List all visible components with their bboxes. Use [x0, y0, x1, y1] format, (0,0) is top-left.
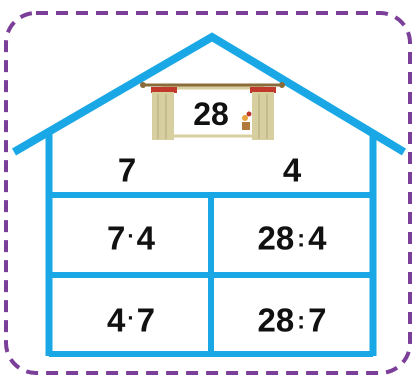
cell-bottom-right: 28 : 7	[257, 304, 326, 337]
multiply-sign: ·	[127, 226, 134, 248]
cell-operand-b: 7	[137, 304, 155, 337]
curtain-left	[152, 92, 174, 140]
cell-operand-b: 7	[308, 304, 326, 337]
rod-finial-left	[140, 82, 146, 88]
cell-operand-a: 28	[257, 222, 294, 255]
curtain-right	[252, 92, 274, 140]
cell-bottom-left: 4 · 7	[107, 304, 155, 337]
factor-right: 4	[283, 154, 301, 187]
divide-sign: :	[297, 310, 305, 334]
roof-value: 28	[193, 98, 229, 130]
cell-operand-a: 4	[107, 304, 125, 337]
divide-sign: :	[297, 228, 305, 252]
cell-operand-b: 4	[308, 222, 326, 255]
cell-top-right: 28 : 4	[257, 222, 326, 255]
multiply-sign: ·	[127, 308, 134, 330]
cell-operand-b: 4	[137, 222, 155, 255]
cell-operand-a: 28	[257, 304, 294, 337]
cell-operand-a: 7	[107, 222, 125, 255]
cell-top-left: 7 · 4	[107, 222, 155, 255]
rod-finial-right	[279, 82, 285, 88]
factor-left: 7	[118, 154, 136, 187]
